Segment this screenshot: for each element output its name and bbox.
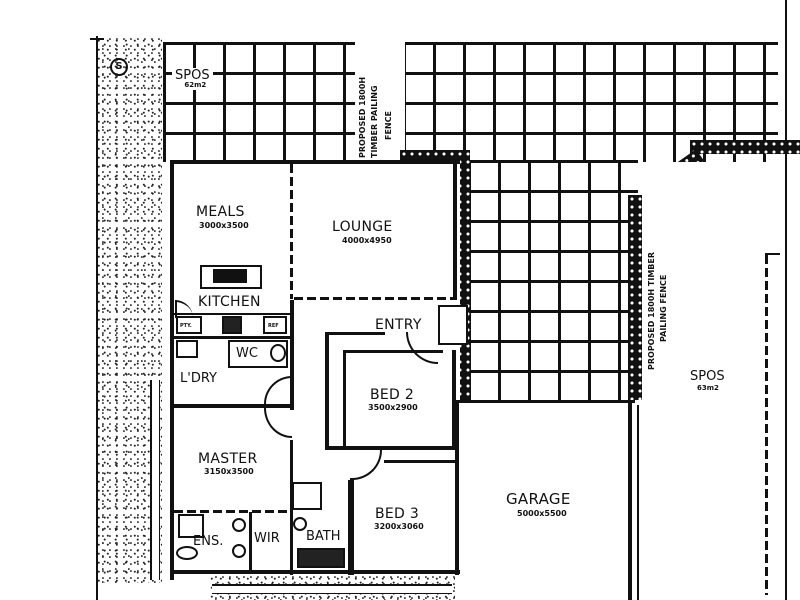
wir-label: WIR [254,531,280,546]
boundary-dashed-top-cap [765,253,780,255]
spos-right-area-value: 63m2 [697,384,719,392]
wall-outer-left [170,160,174,580]
paving-grid-right [468,160,638,400]
wall-lounge-bottom [294,297,454,300]
spos-right-label: SPOS [690,369,725,384]
cooktop [222,316,242,334]
wall-meals-lounge [290,164,293,299]
garden-posts-bottom [212,584,452,594]
kitchen-sink [213,269,247,283]
wall-bed2-left [325,332,329,450]
wall-outer-top [170,160,460,164]
ensuite-label: ENS. [193,534,224,549]
spos-right-area [642,162,772,400]
fence-note-right-line2: PAILING FENCE [659,274,668,342]
wall-lounge-right [453,160,457,300]
wall-garage-top [455,400,635,403]
meals-dims: 3000x3500 [199,221,249,230]
wall-bed2-top [325,332,385,335]
wall-garage-right-inner [637,405,639,600]
wall-master-right [290,440,293,575]
master-dims: 3150x3500 [204,467,254,476]
bathtub [297,548,345,568]
garage-footprint [455,400,635,600]
wall-bed2-inner-top [343,350,443,353]
ensuite-toilet-icon [176,546,198,560]
bed3-dims: 3200x3060 [374,522,424,531]
bed3-label: BED 3 [375,506,420,522]
wall-bed2-right [452,350,456,450]
boundary-dashed-right [765,255,768,595]
kitchen-label: KITCHEN [198,294,261,310]
entry-label: ENTRY [375,317,422,333]
hedge-fence-right [628,195,642,400]
wall-bed3-left [350,478,354,575]
wall-bed3-top [384,460,456,463]
wall-bed3-right [455,400,459,575]
wall-kitchen-bottom [174,336,292,339]
meals-label: MEALS [196,204,245,220]
spos-left-area-value: 62m2 [184,81,207,89]
garage-dims: 5000x5500 [517,509,567,518]
kitchen-bench [174,313,290,315]
wall-bed2-bottom [325,446,455,450]
bath-label: BATH [306,529,341,544]
bed2-dims: 3500x2900 [368,403,418,412]
fence-note-top-line1: PROPOSED 1800H [358,76,367,158]
fridge [263,316,287,334]
hedge-top-right [690,140,800,154]
spos-left-label: SPOS [175,68,210,83]
wall-wir-left [249,512,252,572]
north-marker-icon: S [110,58,128,76]
hedge-top [400,150,470,162]
laundry-label: L'DRY [180,371,217,386]
wc-label: WC [236,346,258,361]
wall-master-bottom [174,510,290,513]
wall-garage-right [628,400,632,600]
bath-shower [292,482,322,510]
fence-note-right-line1: PROPOSED 1800H TIMBER [647,251,656,370]
wc-toilet-icon [270,344,286,362]
paving-grid-top [163,42,778,162]
boundary-line-left [96,36,98,600]
wall-bath-right [348,480,351,575]
fence-note-top-line2: TIMBER PAILING [370,85,379,158]
fence-note-top-line3: FENCE [384,111,393,140]
ensuite-shower [178,514,204,538]
garden-bed-left [97,38,162,583]
laundry-tub [176,340,198,358]
wall-hall-left [290,300,294,410]
wall-master-top [170,404,294,408]
lounge-label: LOUNGE [332,219,393,235]
wall-bed2-inner-left [343,350,346,450]
ensuite-basin-1-icon [232,518,246,532]
fence-note-top [355,42,405,160]
garden-posts [150,380,160,580]
bed2-label: BED 2 [370,387,415,403]
spos-left-area: SPOS 62m2 [172,68,213,90]
boundary-tick-top [90,38,104,40]
garage-label: GARAGE [506,490,571,508]
fridge-label: REF [268,323,279,329]
boundary-line-right [785,0,787,600]
pantry-label: PTY. [180,323,192,329]
bath-basin-icon [293,517,307,531]
ensuite-basin-2-icon [232,544,246,558]
lounge-dims: 4000x4950 [342,236,392,245]
wall-outer-bottom [170,570,460,574]
master-label: MASTER [198,451,258,467]
entry-porch [438,305,468,345]
